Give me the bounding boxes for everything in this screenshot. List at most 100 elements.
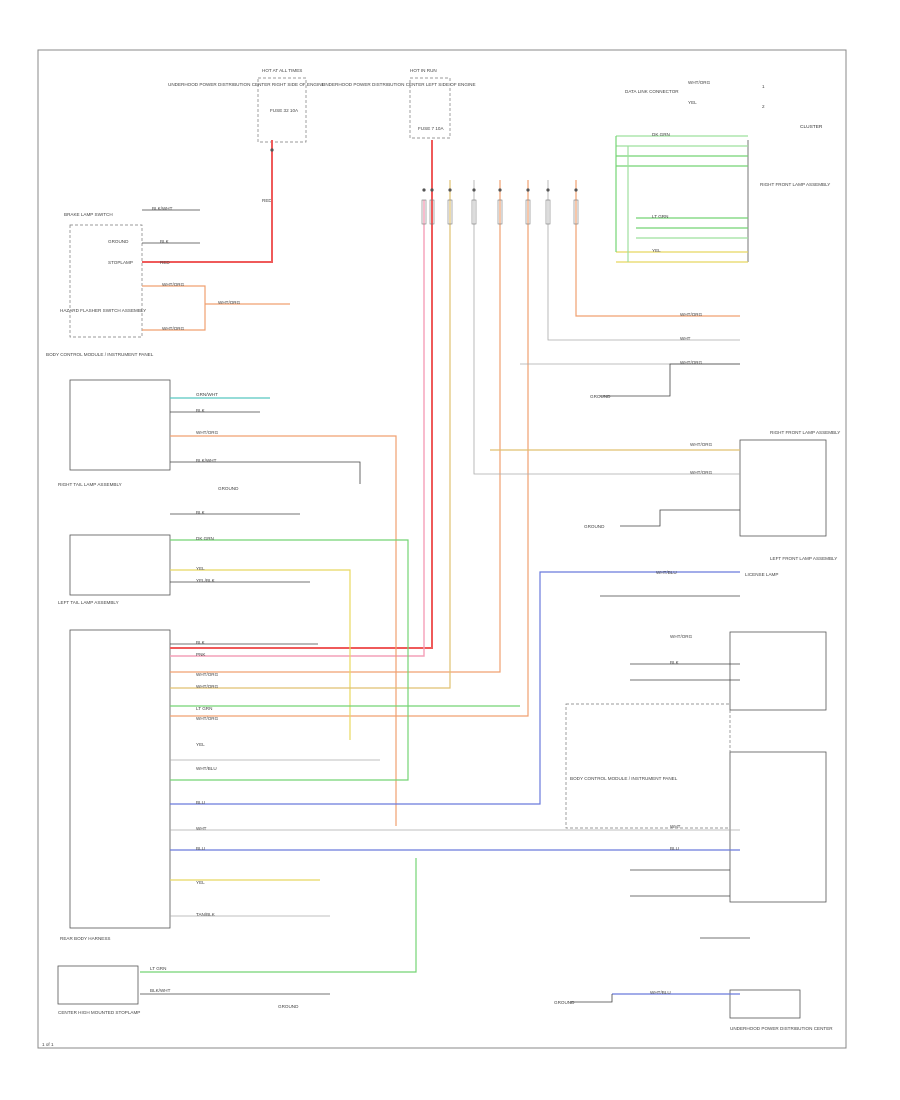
hazard-switch-label: HAZARD FLASHER SWITCH ASSEMBLY [60, 308, 146, 313]
wc-37: WHT/ORG [690, 470, 713, 475]
module-dash-box [565, 703, 731, 829]
brake-pin-ground: GROUND [108, 239, 129, 244]
underhood-right-label: UNDERHOOD POWER DISTRIBUTION CENTER LEFT… [322, 82, 476, 87]
rear-right-box [729, 631, 827, 711]
wc-7: GRN/WHT [196, 392, 218, 397]
wire-green-15 [170, 539, 409, 781]
rt-tail-lamp-label: RIGHT TAIL LAMP ASSEMBLY [58, 482, 122, 487]
wc-4: WHT/ORG [162, 282, 185, 287]
wc-38: WHT/BLU [656, 570, 677, 575]
chmsl-box [57, 965, 139, 1005]
wc-21: YEL [196, 742, 205, 747]
underhood-left-label: UNDERHOOD POWER DISTRIBUTION CENTER RIGH… [168, 82, 325, 87]
cluster-conn-label: DATA LINK CONNECTOR [625, 89, 679, 94]
cluster-wire-2: YEL [688, 100, 697, 105]
connector-dot-0 [422, 188, 426, 192]
connector-dot-6 [546, 188, 550, 192]
wc-39: WHT/ORG [670, 634, 693, 639]
wc-11: BLK [196, 510, 206, 515]
chmsl-label: CENTER HIGH MOUNTED STOPLAMP [58, 1010, 140, 1015]
dash-module-label: BODY CONTROL MODULE / INSTRUMENT PANEL [570, 776, 678, 781]
wc-23: BLU [196, 800, 205, 805]
wire-orange-3 [142, 285, 206, 331]
wc-36: WHT/ORG [690, 442, 713, 447]
connector-dot-4 [498, 188, 502, 192]
wire-red-0 [142, 140, 273, 263]
feed-connector-4 [497, 199, 503, 225]
wc-25: BLU [196, 846, 205, 851]
brake-switch-label: BRAKE LAMP SWITCH [64, 212, 113, 217]
wire-pink-2 [170, 200, 425, 657]
wc-19: LT GRN [196, 706, 212, 711]
wc-42: BLU [670, 846, 679, 851]
feed-connector-1 [429, 199, 435, 225]
wc-2: BLK [160, 239, 170, 244]
wire-black-40 [170, 461, 361, 484]
wire-size-top: RED [262, 198, 272, 203]
feed-connector-0 [421, 199, 427, 225]
feed-connector-7 [573, 199, 579, 225]
hot-label-left: HOT AT ALL TIMES [262, 68, 302, 73]
wc-29: BLK/WHT [150, 988, 171, 993]
wire-orange-8 [575, 180, 740, 317]
wc-26: YEL [196, 880, 205, 885]
left-modules: BRAKE LAMP SWITCH GROUND STOPLAMP HAZARD… [46, 212, 171, 1015]
rf-lamp-label: RIGHT FRONT LAMP ASSEMBLY [760, 182, 830, 187]
fuse-box-left [257, 77, 307, 143]
connector-dot-2 [448, 188, 452, 192]
wire-black-45 [620, 509, 740, 527]
wc-10: BLK/WHT [196, 458, 217, 463]
feed-connector-5 [525, 199, 531, 225]
cluster-wire-1: WHT/ORG [688, 80, 711, 85]
connector-dot-5 [526, 188, 530, 192]
wc-20: WHT/ORG [196, 716, 219, 721]
feed-connector-3 [471, 199, 477, 225]
fuse-box-center [409, 77, 451, 139]
wire-black-53 [570, 994, 613, 1003]
ground-label-4: GROUND [218, 486, 239, 491]
ground-label-5: GROUND [278, 1004, 299, 1009]
wire-tan-10 [170, 180, 451, 689]
cluster-label: CLUSTER [800, 124, 823, 130]
wire-red-1 [170, 140, 433, 649]
bcm-label: BODY CONTROL MODULE / INSTRUMENT PANEL [46, 352, 154, 357]
connector-dot-3 [472, 188, 476, 192]
rear-module-box [69, 629, 171, 929]
wire-grey-32 [547, 180, 740, 341]
ground-label-3: GROUND [554, 1000, 575, 1005]
wire-green-17 [140, 858, 417, 973]
wire-layer [140, 135, 750, 1003]
lt-tail-lamp-label: LEFT TAIL LAMP ASSEMBLY [58, 600, 119, 605]
tail-box [69, 534, 171, 596]
hot-label-center: HOT IN RUN [410, 68, 437, 73]
wire-orange-6 [170, 180, 501, 673]
wc-22: WHT/BLU [196, 766, 217, 771]
rear-module-label: REAR BODY HARNESS [60, 936, 110, 941]
wire-code-labels: BLK/WHT BLK RED WHT/ORG WHT/ORG WHT/ORG … [150, 132, 713, 995]
rf-lamp-assembly-label: RIGHT FRONT LAMP ASSEMBLY [770, 430, 840, 435]
wc-41: WHT [670, 824, 681, 829]
connector-dot-8 [270, 148, 274, 152]
cluster-pin-a: 1 [762, 84, 765, 89]
fuse-left-label: FUSE 32 10A [270, 108, 299, 113]
cluster-section: DATA LINK CONNECTOR WHT/ORG YEL 1 2 CLUS… [625, 80, 830, 262]
bcm-box [69, 379, 171, 471]
feed-connector-6 [545, 199, 551, 225]
wc-12: DK GRN [196, 536, 214, 541]
top-power-section: HOT AT ALL TIMES HOT IN RUN UNDERHOOD PO… [168, 68, 476, 203]
wire-yellow-9 [170, 569, 351, 740]
wc-30: DK GRN [652, 132, 670, 137]
rf-lamp-box [739, 439, 827, 537]
wc-28: LT GRN [150, 966, 166, 971]
license-lamp-label: LICENSE LAMP [745, 572, 778, 577]
wc-43: WHT/BLU [650, 990, 671, 995]
underhood-bottom-label: UNDERHOOD POWER DISTRIBUTION CENTER [730, 1026, 833, 1031]
ground-symbols: GROUND GROUND GROUND GROUND GROUND [218, 394, 611, 1009]
right-modules: RIGHT FRONT LAMP ASSEMBLY LEFT FRONT LAM… [565, 430, 840, 1031]
cluster-pin-b: 2 [762, 104, 765, 109]
wc-32: YEL [652, 248, 661, 253]
connector-dot-7 [574, 188, 578, 192]
lf-lamp-label: LEFT FRONT LAMP ASSEMBLY [770, 556, 837, 561]
wc-35: WHT/ORG [680, 360, 703, 365]
wire-black-44 [600, 363, 740, 397]
